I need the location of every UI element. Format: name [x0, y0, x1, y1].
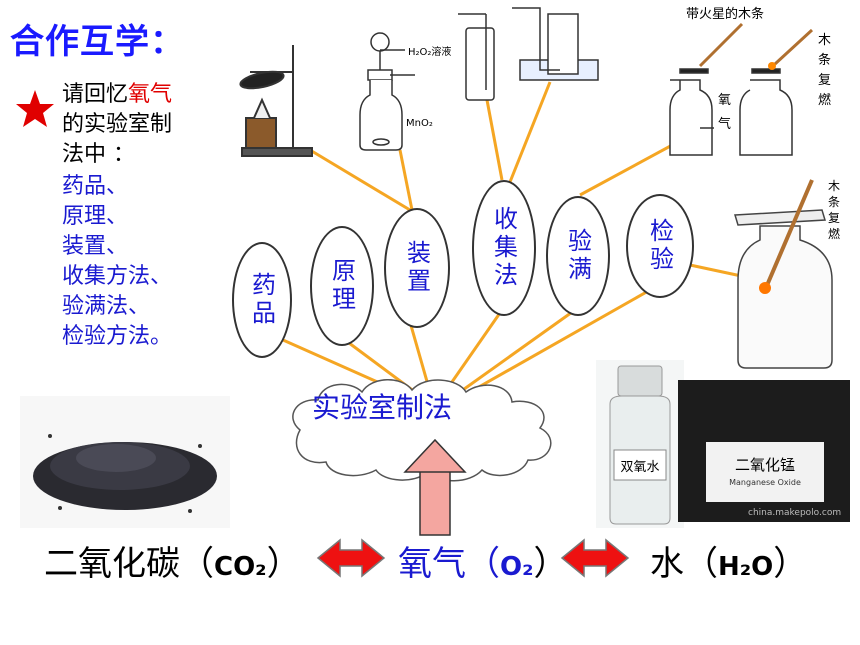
gas-bottle-icon — [458, 13, 495, 101]
intro-line2: 的实验室制 — [62, 112, 173, 137]
oxygen-label-1: 氧 — [718, 93, 731, 108]
svg-text:条: 条 — [828, 195, 840, 209]
h2o-formula: 水（H₂O） — [650, 544, 808, 584]
oval-fullness-test: 验满 — [546, 196, 610, 316]
o2-symbol: O₂ — [500, 552, 534, 582]
oval-verification: 检验 — [626, 194, 694, 298]
oval-collection: 收集法 — [472, 180, 536, 316]
list-item: 验满法、 — [62, 294, 151, 319]
mno2-photo-sub: Manganese Oxide — [729, 478, 801, 487]
mno2-photo-label: 二氧化锰 — [734, 456, 795, 474]
water-trough-icon — [512, 7, 599, 81]
svg-text:复: 复 — [828, 211, 840, 225]
cloud-shape — [292, 379, 552, 482]
intro-line3: 法中 ： — [62, 142, 135, 167]
splint-bottles-icon — [669, 22, 814, 156]
black-powder-photo — [20, 396, 230, 528]
mno2-label: MnO₂ — [406, 118, 433, 129]
list-item: 收集方法、 — [62, 264, 173, 289]
flask-apparatus-icon — [359, 32, 415, 151]
mno2-powder-photo: 二氧化锰 Manganese Oxide china.makepolo.com — [678, 380, 850, 522]
splint-top-side-label: 木 条 复 燃 — [818, 33, 831, 108]
oxygen-label-2: 气 — [718, 116, 731, 132]
co2-formula: 二氧化碳（CO₂） — [44, 544, 301, 584]
intro-highlight: 氧气 — [128, 82, 173, 107]
double-arrow-icon-1 — [316, 538, 386, 578]
svg-text:燃: 燃 — [828, 226, 840, 241]
watermark: china.makepolo.com — [748, 508, 842, 518]
oval-apparatus: 装置 — [384, 208, 450, 328]
page-title: 合作互学： — [10, 22, 185, 62]
star-icon — [16, 90, 54, 127]
svg-text:复: 复 — [818, 73, 831, 88]
intro-prefix: 请回忆 — [62, 82, 129, 107]
list-item: 装置、 — [62, 234, 129, 259]
jar-splint-icon — [734, 179, 833, 369]
oval-principle: 原理 — [310, 226, 374, 346]
heating-apparatus-icon — [239, 45, 313, 157]
list-item: 检验方法。 — [62, 324, 173, 349]
up-arrow-icon — [403, 438, 467, 536]
peroxide-label: 双氧水 — [620, 460, 660, 475]
svg-text:木: 木 — [828, 179, 840, 193]
svg-text:木: 木 — [818, 33, 831, 48]
intro-text: 请回忆氧气 的实验室制 法中 ： — [62, 80, 212, 170]
svg-text:条: 条 — [818, 52, 831, 68]
oval-chemicals: 药品 — [232, 242, 292, 358]
splint-top-label: 带火星的木条 — [686, 6, 764, 22]
connector-lines — [282, 81, 761, 394]
list-item: 药品、 — [62, 174, 129, 199]
item-list: 药品、 原理、 装置、 收集方法、 验满法、 检验方法。 — [62, 172, 172, 352]
h2o-symbol: H₂O — [718, 552, 774, 582]
o2-formula: 氧气（O₂） — [398, 544, 568, 584]
co2-symbol: CO₂ — [214, 552, 267, 582]
svg-text:燃: 燃 — [818, 92, 831, 108]
cloud-label: 实验室制法 — [312, 391, 453, 424]
peroxide-bottle-photo: 双氧水 — [596, 360, 684, 528]
h2o2-label: H₂O₂溶液 — [408, 45, 451, 58]
list-item: 原理、 — [62, 204, 129, 229]
double-arrow-icon-2 — [560, 538, 630, 578]
mno2-card — [706, 442, 824, 502]
splint-right-side-label: 木 条 复 燃 — [828, 179, 840, 241]
